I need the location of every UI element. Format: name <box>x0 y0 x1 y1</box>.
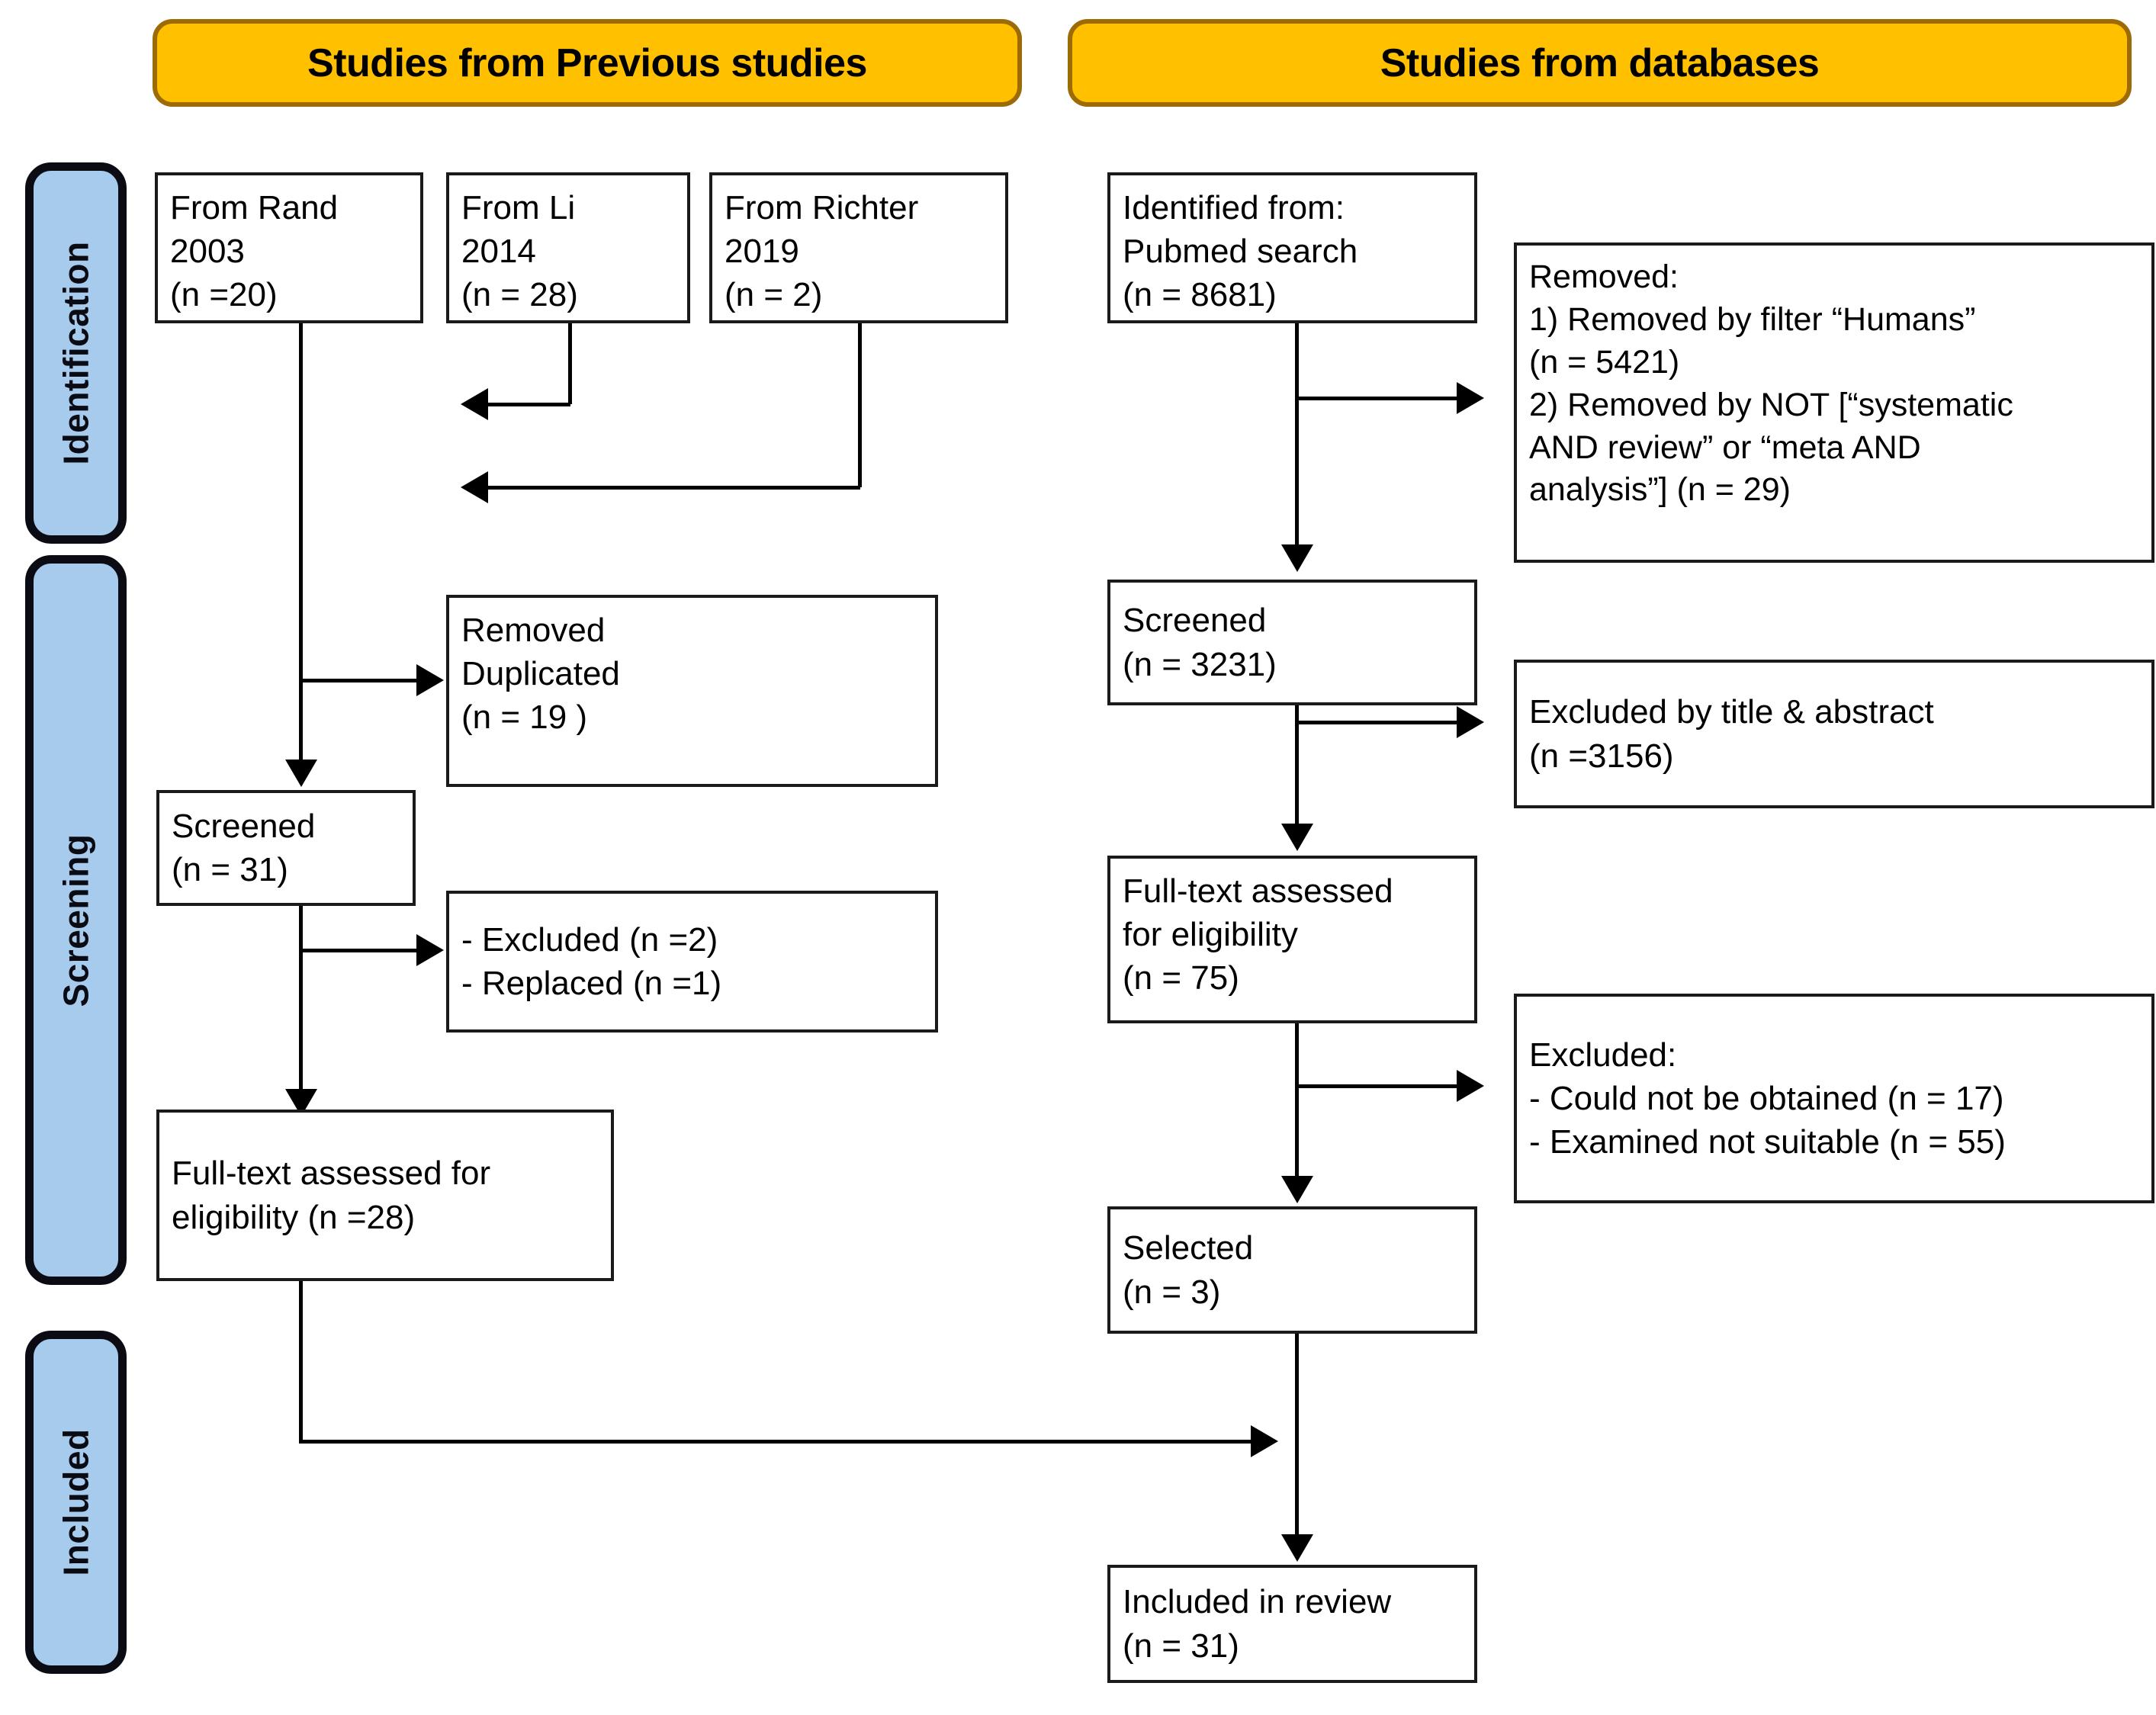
header-databases: Studies from databases <box>1068 19 2132 107</box>
arrowhead-identified-down <box>1281 544 1313 572</box>
connector-to-excluded-title-abstract <box>1295 721 1459 724</box>
stage-bar-identification: Identification <box>25 162 127 544</box>
stage-bar-included-label: Included <box>56 1428 96 1576</box>
box-removed-duplicated: Removed Duplicated (n = 19 ) <box>446 595 938 787</box>
connector-rand-to-screened <box>299 323 303 760</box>
header-previous-studies: Studies from Previous studies <box>153 19 1022 107</box>
box-excluded-replaced: - Excluded (n =2) - Replaced (n =1) <box>446 891 938 1033</box>
box-fulltext-right: Full-text assessed for eligibility (n = … <box>1107 856 1477 1023</box>
box-identified-pubmed: Identified from: Pubmed search (n = 8681… <box>1107 172 1477 323</box>
arrowhead-to-excluded-replaced <box>416 934 444 966</box>
box-fulltext-left: Full-text assessed for eligibility (n =2… <box>156 1110 614 1281</box>
stage-bar-screening-label: Screening <box>56 833 96 1007</box>
stage-bar-included: Included <box>25 1331 127 1674</box>
arrowhead-fulltext-left-to-included <box>1251 1425 1278 1457</box>
connector-fulltext-right-down <box>1295 1023 1299 1176</box>
arrowhead-li-merge <box>461 388 488 420</box>
connector-fulltext-left-down <box>299 1281 303 1444</box>
connector-screened-left-down <box>299 906 303 1089</box>
stage-bar-screening: Screening <box>25 555 127 1285</box>
box-screened-left: Screened (n = 31) <box>156 790 416 906</box>
box-source-rand: From Rand 2003 (n =20) <box>155 172 423 323</box>
arrowhead-screened-right-down <box>1281 824 1313 851</box>
connector-li-down <box>568 323 572 404</box>
header-databases-label: Studies from databases <box>1380 40 1820 85</box>
arrowhead-fulltext-right-down <box>1281 1176 1313 1203</box>
box-excluded-detail: Excluded: - Could not be obtained (n = 1… <box>1514 994 2154 1203</box>
connector-richter-down <box>858 323 862 487</box>
arrowhead-richter-merge <box>461 471 488 503</box>
header-previous-studies-label: Studies from Previous studies <box>307 40 867 85</box>
connector-selected-down <box>1295 1334 1299 1540</box>
connector-to-excluded-replaced <box>302 949 418 952</box>
arrowhead-to-removed-duplicated <box>416 664 444 696</box>
connector-richter-left <box>488 486 860 490</box>
arrowhead-selected-down <box>1281 1534 1313 1562</box>
arrowhead-to-excluded-detail <box>1457 1070 1484 1102</box>
arrowhead-rand-to-screened <box>285 760 317 787</box>
connector-to-removed-duplicated <box>302 679 418 682</box>
box-removed-filters: Removed: 1) Removed by filter “Humans” (… <box>1514 242 2154 563</box>
box-excluded-title-abstract: Excluded by title & abstract (n =3156) <box>1514 660 2154 808</box>
connector-screened-right-down <box>1295 705 1299 824</box>
stage-bar-identification-label: Identification <box>56 241 96 465</box>
box-screened-right: Screened (n = 3231) <box>1107 580 1477 705</box>
box-source-richter: From Richter 2019 (n = 2) <box>709 172 1008 323</box>
arrowhead-to-removed-filters <box>1457 382 1484 414</box>
box-selected: Selected (n = 3) <box>1107 1206 1477 1334</box>
arrowhead-to-excluded-title-abstract <box>1457 706 1484 738</box>
connector-identified-down <box>1295 323 1299 544</box>
connector-to-removed-filters <box>1295 397 1459 400</box>
connector-fulltext-left-to-included <box>299 1440 1254 1444</box>
connector-to-excluded-detail <box>1295 1084 1459 1088</box>
connector-li-left <box>488 403 570 406</box>
box-source-li: From Li 2014 (n = 28) <box>446 172 690 323</box>
box-included-in-review: Included in review (n = 31) <box>1107 1565 1477 1683</box>
